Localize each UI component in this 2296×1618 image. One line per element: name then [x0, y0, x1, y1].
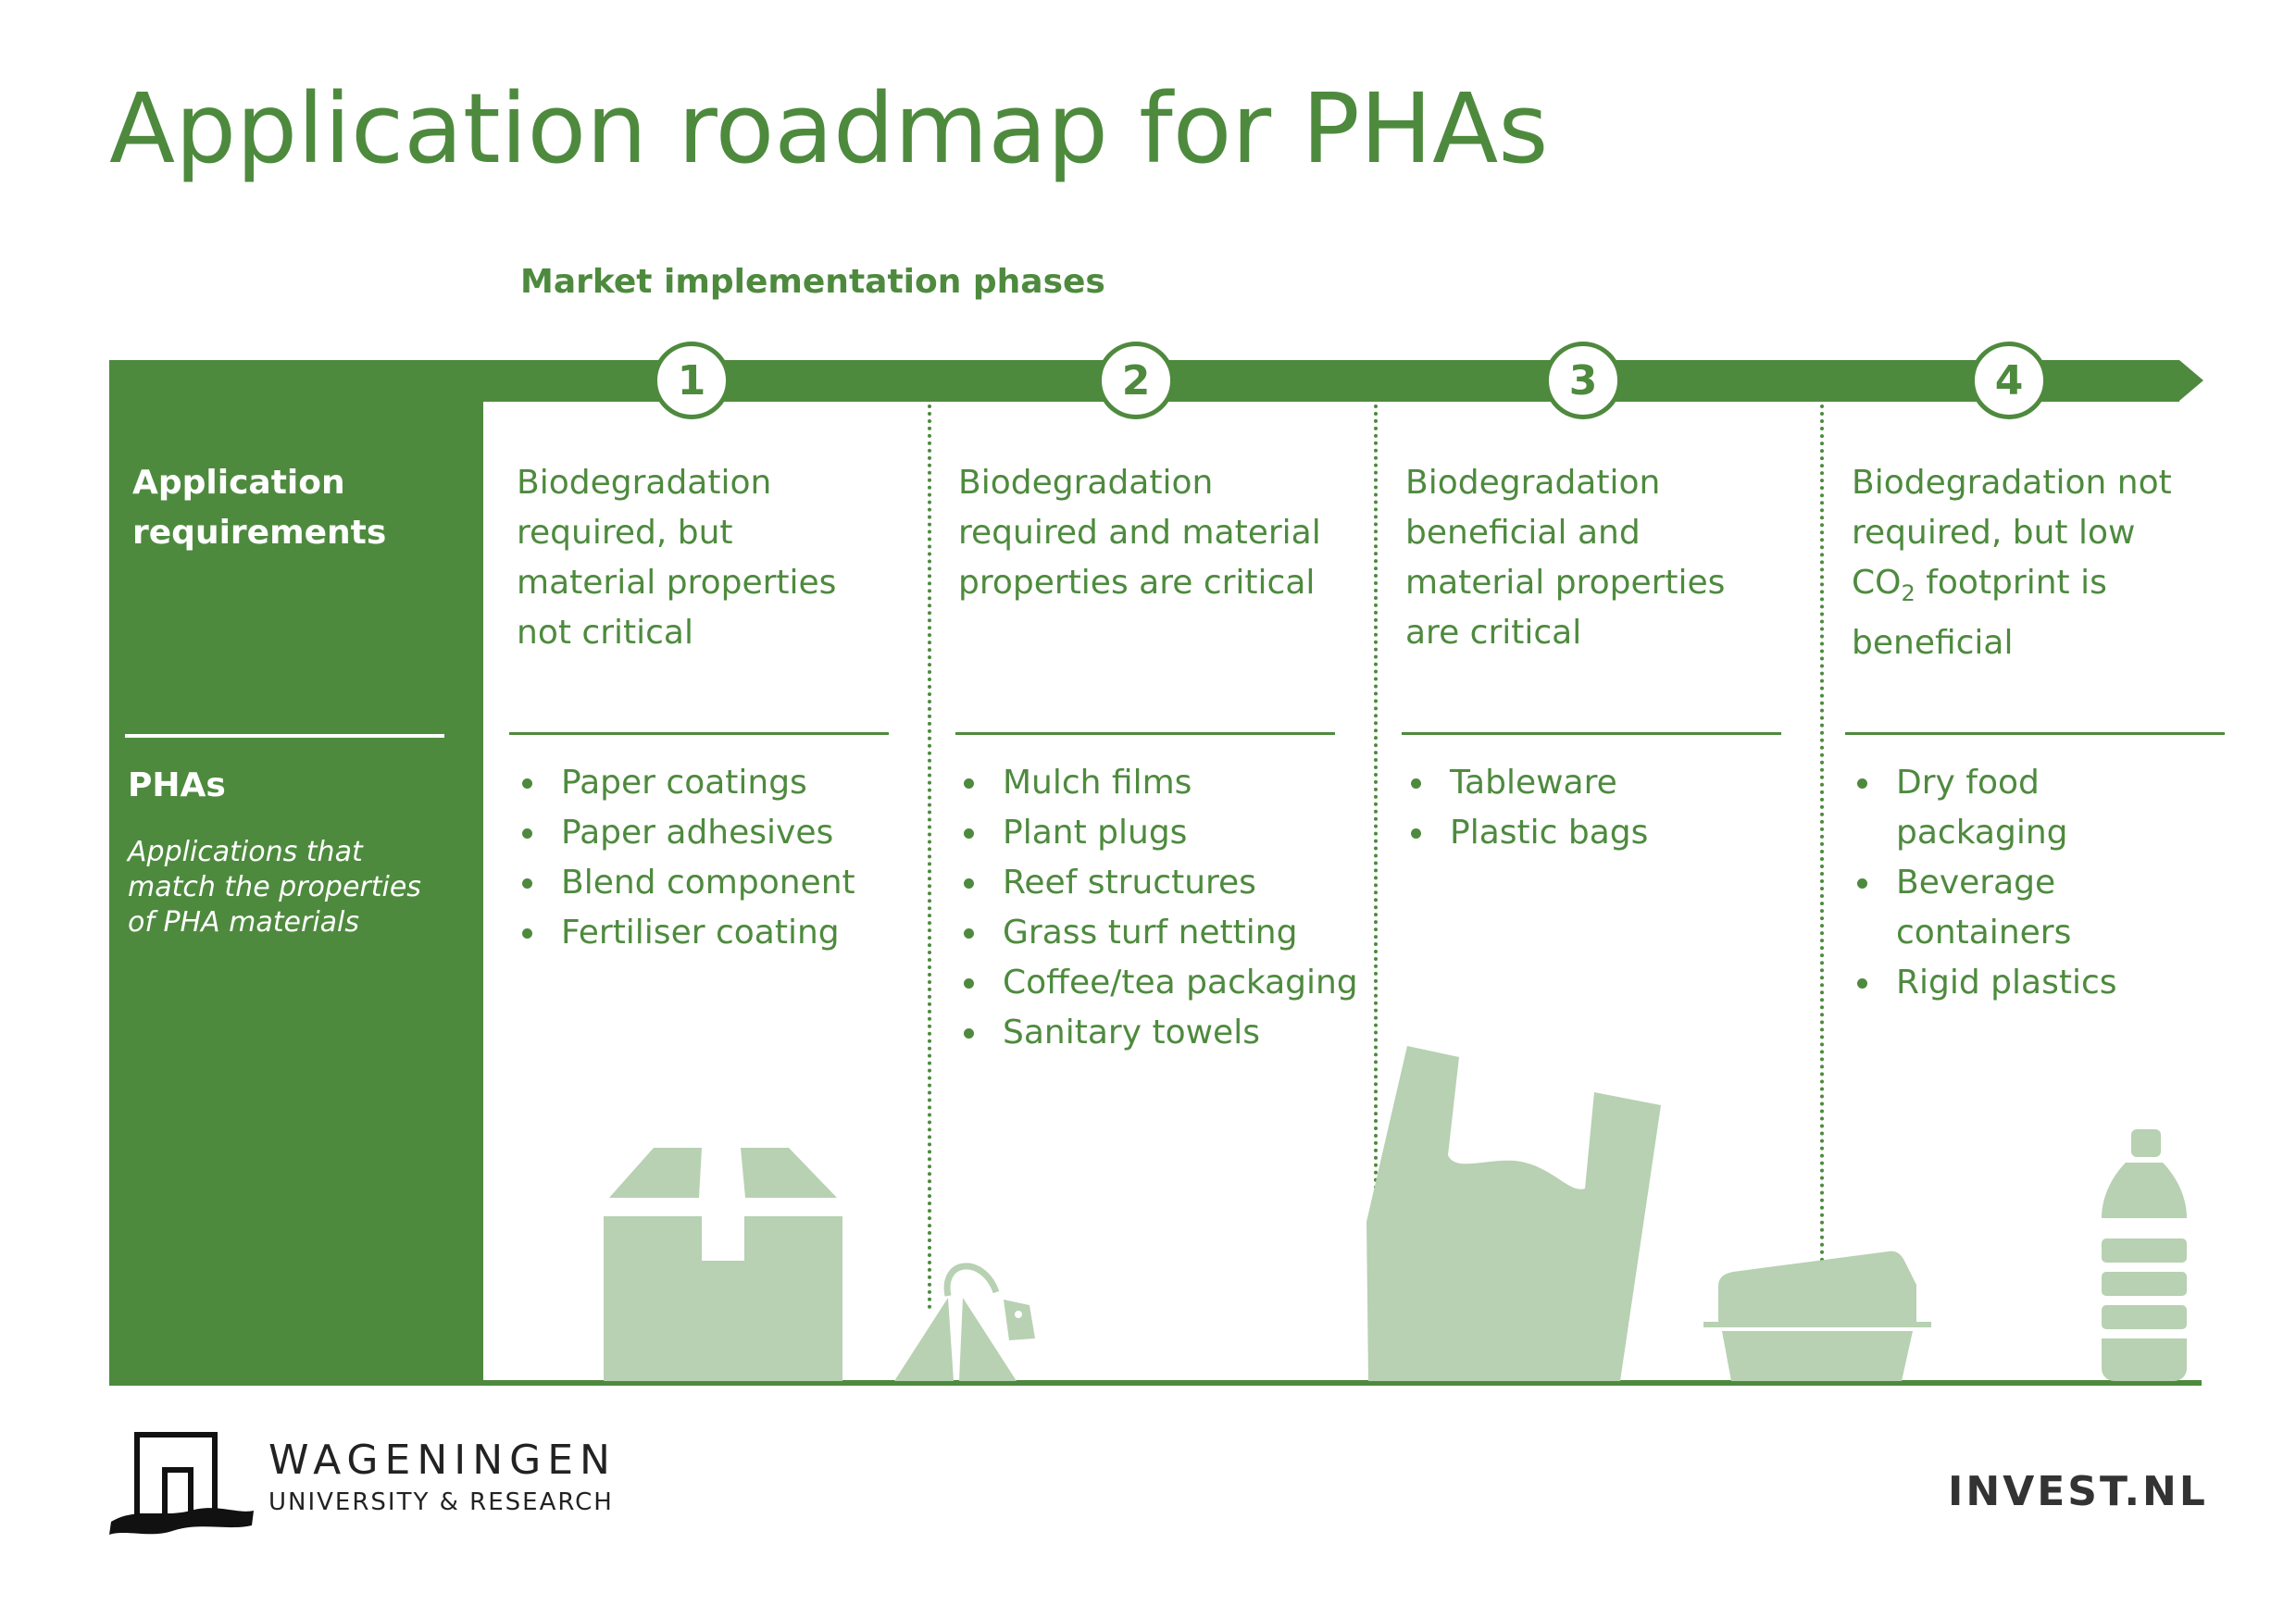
phase-4-badge: 4	[1970, 342, 2048, 419]
list-item: Plastic bags	[1405, 808, 1803, 858]
page-title: Application roadmap for PHAs	[109, 72, 1549, 185]
phase-4-req-line-1: Biodegradation not	[1852, 464, 2172, 502]
phase-2-separator	[955, 732, 1335, 735]
timeline-arrow-head	[2179, 360, 2203, 401]
list-item: Paper adhesives	[517, 808, 915, 858]
list-item: Grass turf netting	[958, 908, 1366, 958]
list-item: Mulch films	[958, 758, 1366, 808]
tea-bag-icon	[894, 1263, 1035, 1381]
list-item: Coffee/tea packaging	[958, 958, 1366, 1008]
phase-1-applications: Paper coatings Paper adhesives Blend com…	[517, 758, 915, 958]
list-item: Tableware	[1405, 758, 1803, 808]
co2-text: CO	[1852, 564, 1902, 602]
phase-1-requirement: Biodegradation required, but material pr…	[517, 464, 837, 652]
cardboard-box-icon	[604, 1148, 842, 1381]
phase-3-applications: Tableware Plastic bags	[1405, 758, 1803, 858]
phase-2-requirement: Biodegradation required and material pro…	[958, 464, 1321, 602]
phase-1-badge: 1	[653, 342, 730, 419]
side-panel	[109, 360, 483, 1386]
baseline	[483, 1380, 2202, 1386]
phase-4-req-line-3-rest: footprint is	[1926, 564, 2107, 602]
list-item: Fertiliser coating	[517, 908, 915, 958]
bottle-icon	[2102, 1129, 2187, 1381]
plastic-bag-icon	[1366, 1046, 1661, 1381]
wur-logo-icon	[109, 1432, 254, 1535]
phase-3-requirement: Biodegradation beneficial and material p…	[1405, 464, 1726, 652]
phase-3-badge: 3	[1544, 342, 1622, 419]
phase-4-applications: Dry food packaging Beverage containers R…	[1852, 758, 2129, 1008]
phase-4-req-line-4: beneficial	[1852, 624, 2014, 663]
phase-divider-1	[928, 404, 931, 1310]
phase-4-req-line-3: CO2 footprint is	[1852, 558, 2259, 618]
side-divider	[125, 734, 444, 738]
phase-4-req-line-2: required, but low	[1852, 514, 2136, 552]
list-item: Dry food packaging	[1852, 758, 2129, 858]
list-item: Plant plugs	[958, 808, 1366, 858]
list-item: Paper coatings	[517, 758, 915, 808]
phase-4-separator	[1845, 732, 2225, 735]
list-item: Beverage containers	[1852, 858, 2129, 958]
list-item: Sanitary towels	[958, 1008, 1366, 1058]
phase-1-separator	[509, 732, 889, 735]
invest-nl-logo: INVEST.NL	[1948, 1468, 2208, 1515]
co2-subscript: 2	[1901, 580, 1915, 607]
phase-divider-3	[1820, 404, 1824, 1270]
list-item: Rigid plastics	[1852, 958, 2129, 1008]
phase-3-separator	[1402, 732, 1781, 735]
wur-subtitle: UNIVERSITY & RESEARCH	[268, 1488, 614, 1516]
phases-subtitle: Market implementation phases	[520, 263, 1105, 301]
list-item: Reef structures	[958, 858, 1366, 908]
phase-divider-2	[1374, 404, 1378, 1367]
list-item: Blend component	[517, 858, 915, 908]
phase-4-requirement: Biodegradation not required, but low CO2…	[1852, 458, 2259, 668]
phase-2-badge: 2	[1097, 342, 1175, 419]
phas-heading: PHAs	[128, 766, 226, 804]
requirements-heading: Application requirements	[132, 464, 387, 552]
food-container-icon	[1703, 1251, 1931, 1381]
phase-2-applications: Mulch films Plant plugs Reef structures …	[958, 758, 1366, 1058]
wur-name: WAGENINGEN	[268, 1437, 617, 1484]
phas-description: Applications that match the properties o…	[128, 836, 421, 939]
